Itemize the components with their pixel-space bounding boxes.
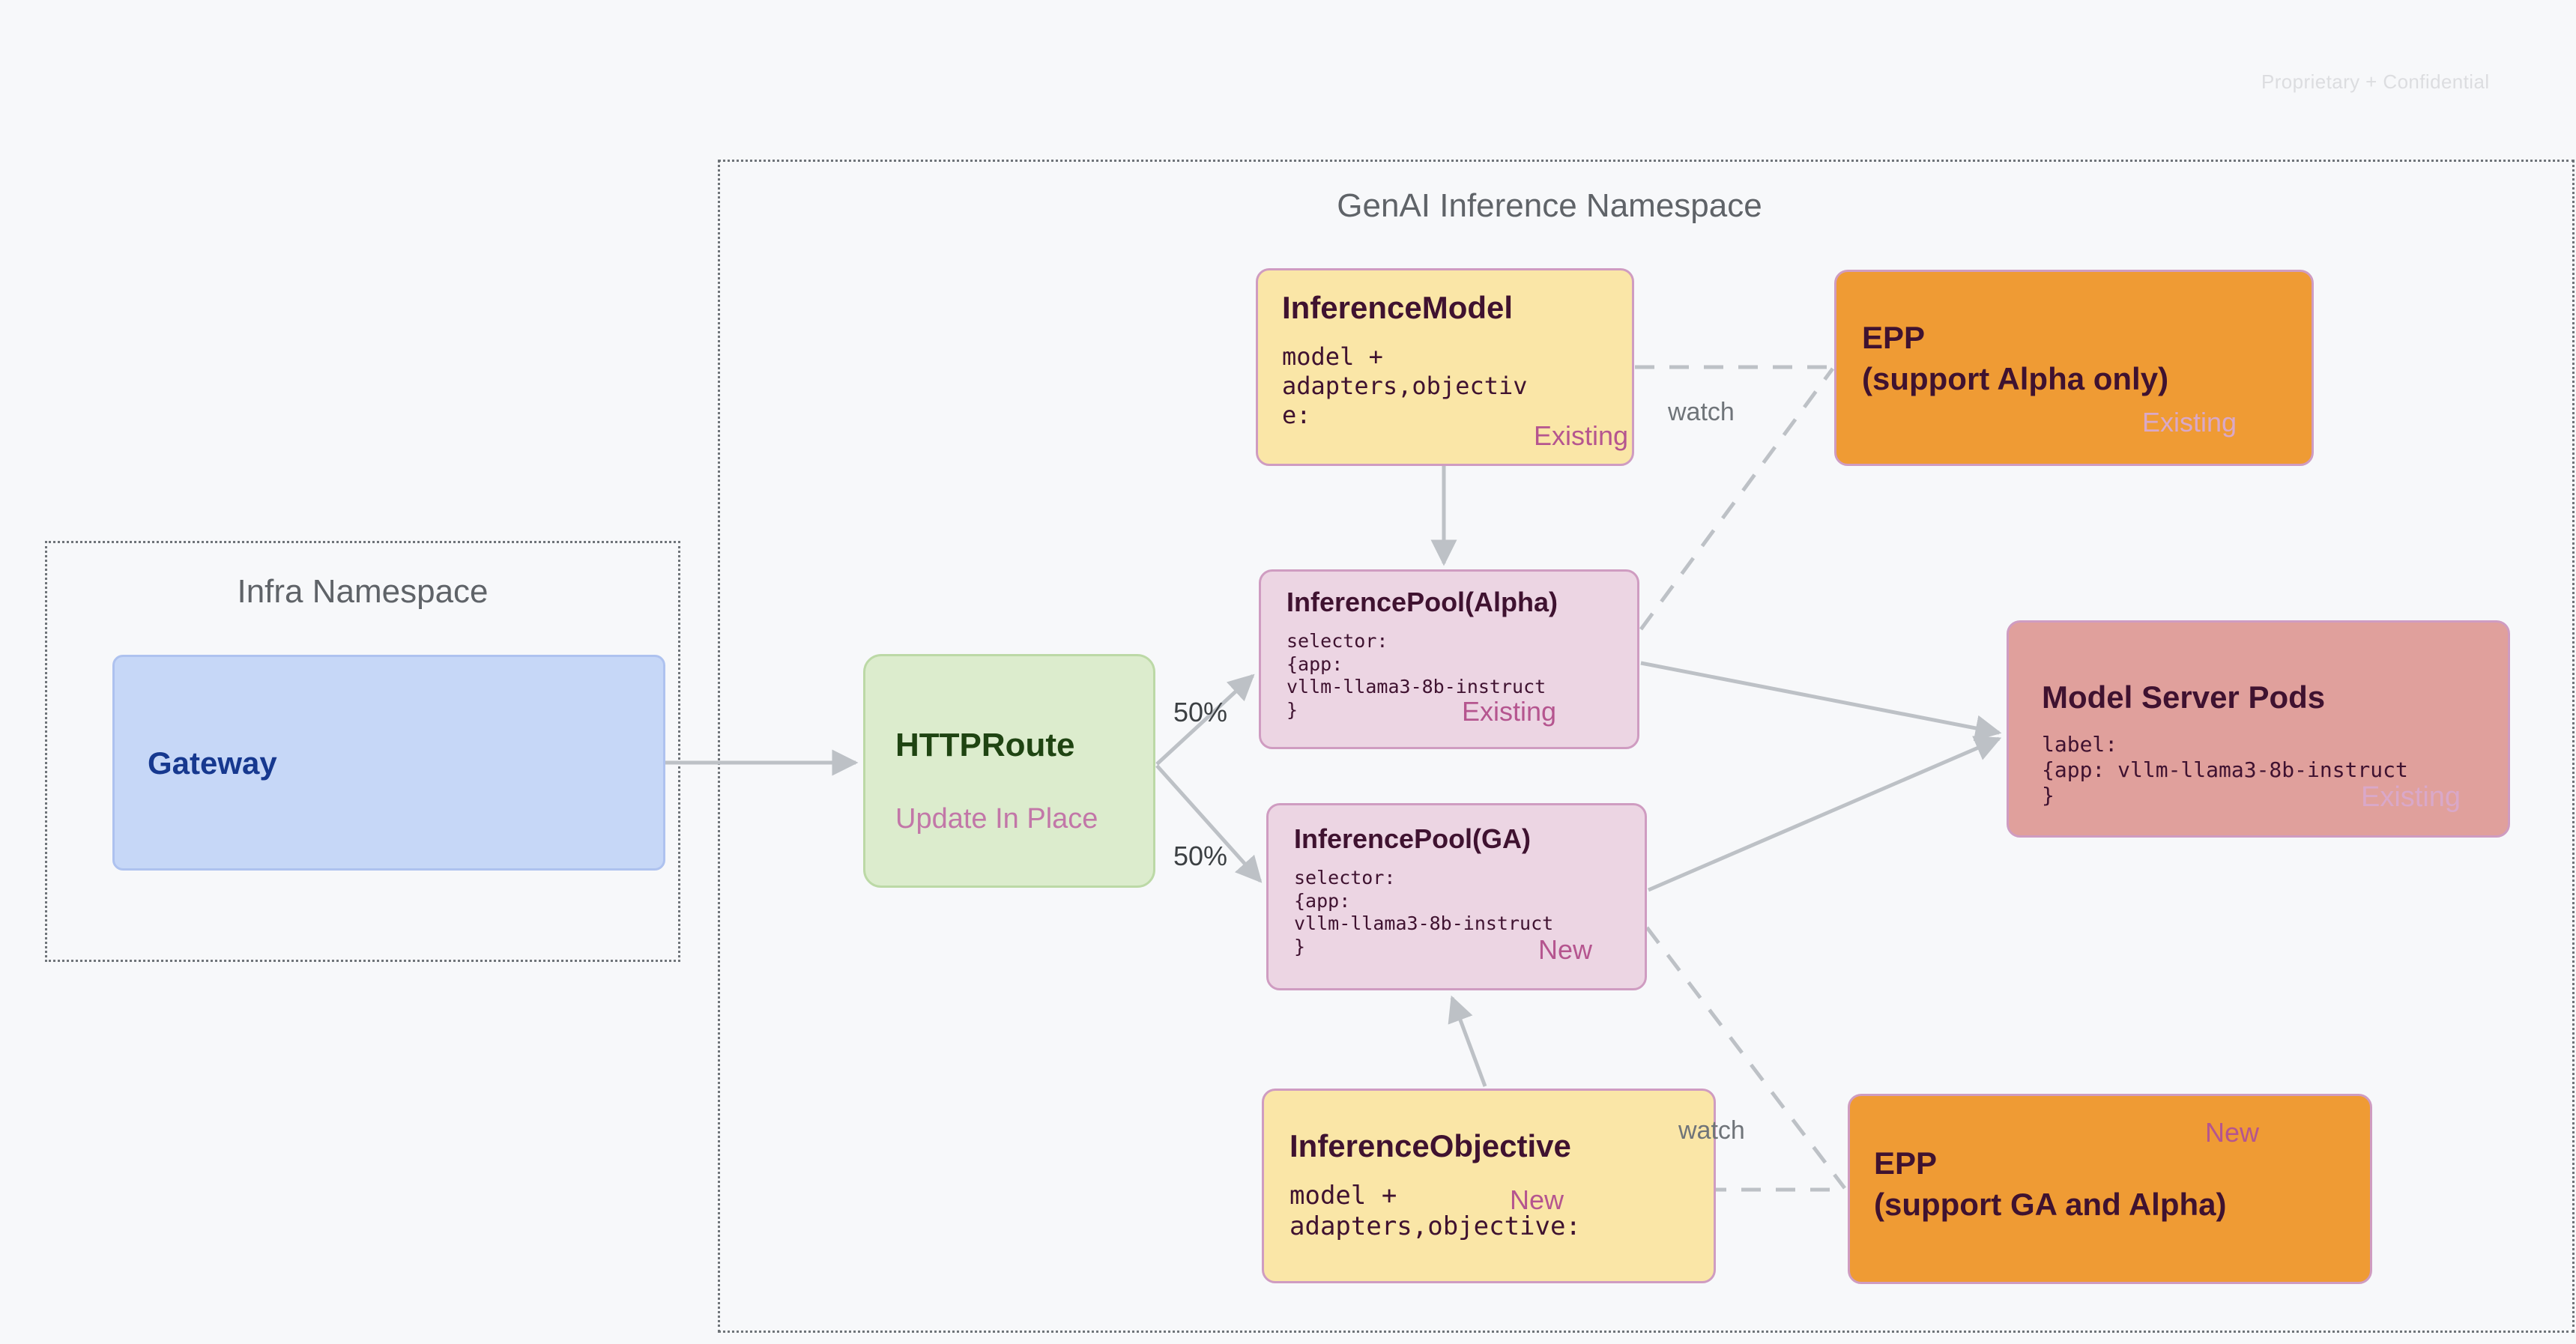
inference-objective-title: InferenceObjective bbox=[1289, 1128, 1571, 1163]
infra-namespace-title: Infra Namespace bbox=[237, 573, 489, 610]
inference-objective-body: model + adapters,objective: bbox=[1289, 1181, 1581, 1242]
inference-pool-alpha-title: InferencePool(Alpha) bbox=[1287, 587, 1558, 617]
inference-pool-ga-body: selector: {app: vllm-llama3-8b-instruct … bbox=[1294, 867, 1554, 957]
edge-label-watch-top: watch bbox=[1668, 398, 1735, 426]
inference-model-body: model + adapters,objectiv e: bbox=[1282, 342, 1528, 430]
edge-label-split-top: 50% bbox=[1173, 697, 1228, 727]
confidentiality-notice: Proprietary + Confidential bbox=[2261, 70, 2490, 93]
inference-objective-status-badge: New bbox=[1510, 1184, 1564, 1215]
inference-model-status-badge: Existing bbox=[1534, 420, 1629, 451]
epp-ga-title: EPP (support GA and Alpha) bbox=[1874, 1145, 2227, 1223]
genai-namespace-title: GenAI Inference Namespace bbox=[1337, 187, 1762, 224]
httproute-title: HTTPRoute bbox=[895, 727, 1075, 763]
node-epp-ga[interactable]: EPP (support GA and Alpha) New bbox=[1848, 1094, 2372, 1284]
epp-alpha-title: EPP (support Alpha only) bbox=[1862, 320, 2169, 397]
node-epp-alpha[interactable]: EPP (support Alpha only) Existing bbox=[1834, 270, 2314, 466]
inference-pool-alpha-body: selector: {app: vllm-llama3-8b-instruct … bbox=[1287, 630, 1546, 721]
inference-model-title: InferenceModel bbox=[1282, 290, 1514, 325]
httproute-status-badge: Update In Place bbox=[895, 803, 1098, 835]
infra-namespace-container bbox=[45, 541, 680, 962]
inference-pool-ga-title: InferencePool(GA) bbox=[1294, 823, 1532, 854]
node-gateway[interactable]: Gateway bbox=[112, 655, 665, 871]
inference-pool-alpha-status-badge: Existing bbox=[1462, 696, 1557, 727]
inference-pool-ga-status-badge: New bbox=[1538, 934, 1593, 965]
model-server-pods-title: Model Server Pods bbox=[2042, 679, 2326, 715]
node-inference-pool-ga[interactable]: InferencePool(GA) selector: {app: vllm-l… bbox=[1266, 803, 1647, 990]
node-inference-model[interactable]: InferenceModel model + adapters,objectiv… bbox=[1256, 268, 1634, 466]
model-server-pods-body: label: {app: vllm-llama3-8b-instruct } bbox=[2042, 732, 2408, 808]
gateway-title: Gateway bbox=[148, 745, 277, 781]
epp-ga-status-badge: New bbox=[2205, 1117, 2260, 1148]
node-inference-pool-alpha[interactable]: InferencePool(Alpha) selector: {app: vll… bbox=[1259, 569, 1639, 749]
epp-alpha-status-badge: Existing bbox=[2142, 407, 2237, 438]
edge-label-watch-bottom: watch bbox=[1678, 1116, 1745, 1145]
edge-label-split-bottom: 50% bbox=[1173, 841, 1228, 871]
model-server-pods-status-badge: Existing bbox=[2361, 781, 2461, 813]
node-model-server-pods[interactable]: Model Server Pods label: {app: vllm-llam… bbox=[2007, 620, 2510, 838]
node-inference-objective[interactable]: InferenceObjective model + adapters,obje… bbox=[1262, 1089, 1716, 1283]
node-httproute[interactable]: HTTPRoute Update In Place bbox=[863, 654, 1155, 888]
genai-namespace-container bbox=[718, 160, 2575, 1333]
